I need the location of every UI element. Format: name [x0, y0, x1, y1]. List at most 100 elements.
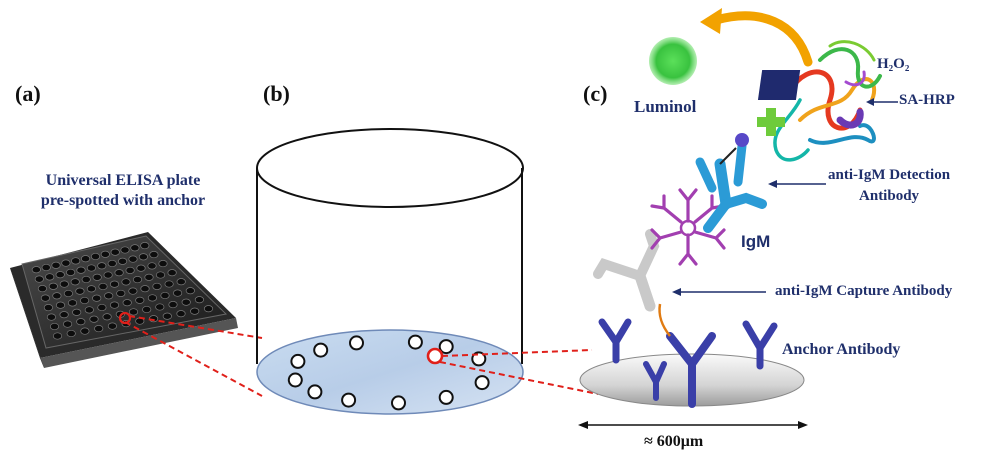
- plate-well: [100, 250, 110, 258]
- plate-well: [185, 287, 195, 295]
- plate-well: [63, 289, 73, 298]
- luminol-label: Luminol: [634, 97, 697, 116]
- scale-label: ≈ 600μm: [644, 433, 704, 450]
- plate-caption: Universal ELISA plate pre-spotted with a…: [13, 171, 233, 211]
- plate-well: [98, 282, 108, 291]
- plate-well: [81, 275, 91, 284]
- plate-well: [49, 322, 60, 331]
- plate-well: [92, 294, 102, 302]
- highlighted-spot: [426, 347, 444, 365]
- h2o2-label: H₂O₂: [877, 56, 910, 72]
- plate-well: [92, 273, 102, 281]
- anchor-spot: [474, 375, 490, 391]
- plate-well: [203, 305, 214, 313]
- plate-well: [136, 264, 146, 272]
- plate-well: [144, 273, 154, 281]
- anchor-spot: [313, 342, 329, 358]
- anchor-spot: [290, 353, 306, 369]
- plate-well: [84, 306, 94, 314]
- plate-well: [176, 278, 186, 286]
- plate-well: [104, 292, 114, 300]
- plate-well: [71, 257, 81, 265]
- plate-well: [102, 313, 112, 321]
- anchor-spot: [438, 339, 454, 355]
- plate-well: [97, 303, 107, 312]
- plate-well: [158, 260, 168, 268]
- plate-well: [160, 291, 170, 300]
- plate-well: [109, 301, 120, 309]
- plate-well: [132, 276, 143, 284]
- plate-well: [164, 280, 174, 288]
- connector-line: [124, 321, 263, 397]
- panel-label-a: (a): [15, 81, 41, 106]
- plate-well: [116, 289, 126, 297]
- plate-well: [51, 261, 61, 269]
- plate-well: [66, 329, 76, 338]
- plate-well: [90, 252, 101, 261]
- sa-hrp-label: SA-HRP: [899, 92, 955, 108]
- plate-well: [128, 255, 138, 263]
- plate-well: [97, 262, 107, 270]
- plate-well: [109, 280, 120, 288]
- plate-well: [118, 257, 128, 265]
- plate-well: [80, 327, 90, 335]
- anchor-spot: [349, 335, 364, 351]
- plate-well: [103, 271, 113, 279]
- plate-well: [67, 299, 78, 307]
- panel-label-c: (c): [583, 81, 608, 106]
- plate-caption-line2: pre-spotted with anchor: [40, 192, 206, 209]
- plate-well: [34, 275, 44, 283]
- elisa-plate: [10, 232, 238, 368]
- plate-well: [135, 296, 145, 304]
- plate-wells: [31, 242, 214, 340]
- capture-antibody-label: anti-IgM Capture Antibody: [775, 283, 953, 299]
- anchor-spot: [341, 392, 357, 408]
- plate-well: [76, 266, 86, 274]
- plate-well: [63, 320, 73, 328]
- plate-well: [52, 292, 62, 300]
- plate-well: [147, 262, 157, 270]
- plate-well: [66, 268, 76, 276]
- plate-well: [46, 313, 56, 321]
- capture-antibody: [593, 229, 660, 312]
- biotin-cross-icon: [757, 108, 785, 136]
- plate-well: [122, 299, 132, 307]
- plate-well: [80, 296, 90, 305]
- plate-well: [120, 246, 130, 254]
- plate-well: [37, 285, 47, 293]
- protein-ribbon-icon: [757, 40, 882, 162]
- plate-well: [152, 282, 162, 290]
- plate-well: [40, 294, 50, 302]
- linker: [658, 303, 671, 337]
- plate-well: [162, 312, 172, 320]
- plate-well: [43, 304, 53, 312]
- biotin-link: [719, 147, 737, 165]
- anchor-spot: [391, 395, 406, 411]
- detection-antibody: [695, 141, 767, 233]
- anchor-antibodies: [598, 318, 778, 408]
- plate-well: [128, 287, 138, 295]
- plate-well: [107, 322, 117, 330]
- plate-well: [110, 248, 120, 256]
- connector-line: [128, 315, 263, 339]
- plate-well: [94, 325, 104, 333]
- plate-well: [173, 289, 183, 297]
- plate-well: [75, 287, 85, 295]
- plate-well: [86, 264, 96, 272]
- plate-well: [125, 266, 135, 274]
- plate-well: [167, 269, 177, 277]
- well-cylinder: [256, 128, 524, 415]
- connector-line: [441, 349, 593, 357]
- plate-well: [140, 242, 150, 250]
- anchor-spot: [407, 334, 423, 350]
- igm-label: IgM: [741, 232, 771, 251]
- anchor-spot: [287, 372, 303, 388]
- plate-well: [138, 253, 148, 261]
- anchor-spot: [307, 384, 323, 400]
- plate-well: [121, 278, 131, 286]
- plate-well: [59, 311, 69, 319]
- pointer-arrows: [672, 98, 898, 296]
- plate-well: [59, 280, 69, 288]
- plate-well: [142, 305, 152, 314]
- plate-well: [86, 285, 96, 293]
